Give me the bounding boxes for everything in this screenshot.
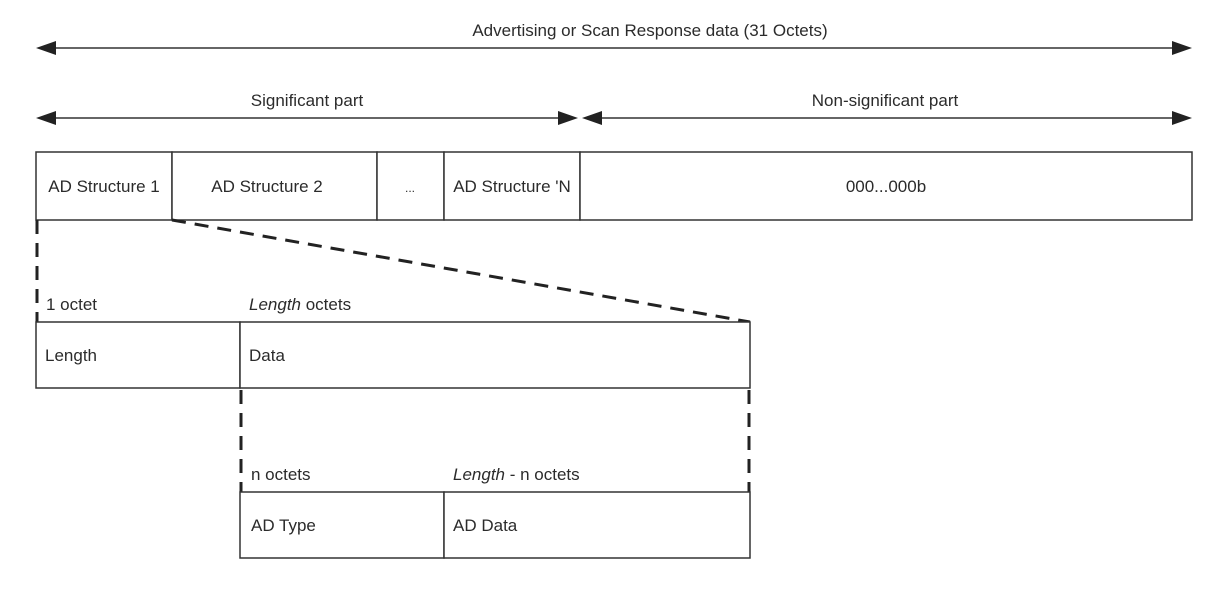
total-span-label: Advertising or Scan Response data (31 Oc… <box>472 21 827 40</box>
ad-structures-row: AD Structure 1 AD Structure 2 ... AD Str… <box>35 151 1193 221</box>
ad-data-row: AD Type AD Data <box>239 491 751 559</box>
arrowhead-left <box>582 111 602 125</box>
expansion-line-right <box>171 218 751 324</box>
ellipsis-label: ... <box>405 181 415 195</box>
total-span-arrow <box>36 41 1192 55</box>
length-cell <box>35 321 241 389</box>
arrowhead-left <box>36 41 56 55</box>
significant-part-label: Significant part <box>251 91 364 110</box>
ad-data-label: AD Data <box>453 516 518 535</box>
ad-structure-n-label: AD Structure 'N <box>453 177 571 196</box>
ellipsis-cell <box>376 151 445 221</box>
non-significant-part-label: Non-significant part <box>812 91 959 110</box>
ad-structure-2-cell <box>171 151 378 221</box>
arrowhead-left <box>36 111 56 125</box>
data-cell-label: Data <box>249 346 285 365</box>
ad-type-label: AD Type <box>251 516 316 535</box>
length-minus-n-octets-label: Length - n octets <box>453 465 580 484</box>
ad-structure-2-label: AD Structure 2 <box>211 177 323 196</box>
ad-structure-1-cell <box>35 151 173 221</box>
arrowhead-right <box>1172 41 1192 55</box>
data-cell <box>239 321 751 389</box>
non-significant-span-arrow <box>582 111 1192 125</box>
arrowhead-right <box>558 111 578 125</box>
n-octets-label: n octets <box>251 465 311 484</box>
ad-data-cell <box>443 491 751 559</box>
ad-type-cell <box>239 491 445 559</box>
length-octets-label: Length octets <box>249 295 351 314</box>
padding-zeros-cell <box>579 151 1193 221</box>
ad-structure-1-label: AD Structure 1 <box>48 177 160 196</box>
arrowhead-right <box>1172 111 1192 125</box>
ad-structure-row: Length Data <box>35 321 751 389</box>
one-octet-label: 1 octet <box>46 295 97 314</box>
significant-span-arrow <box>36 111 578 125</box>
padding-zeros-label: 000...000b <box>846 177 926 196</box>
ad-structure-n-cell <box>443 151 581 221</box>
length-cell-label: Length <box>45 346 97 365</box>
